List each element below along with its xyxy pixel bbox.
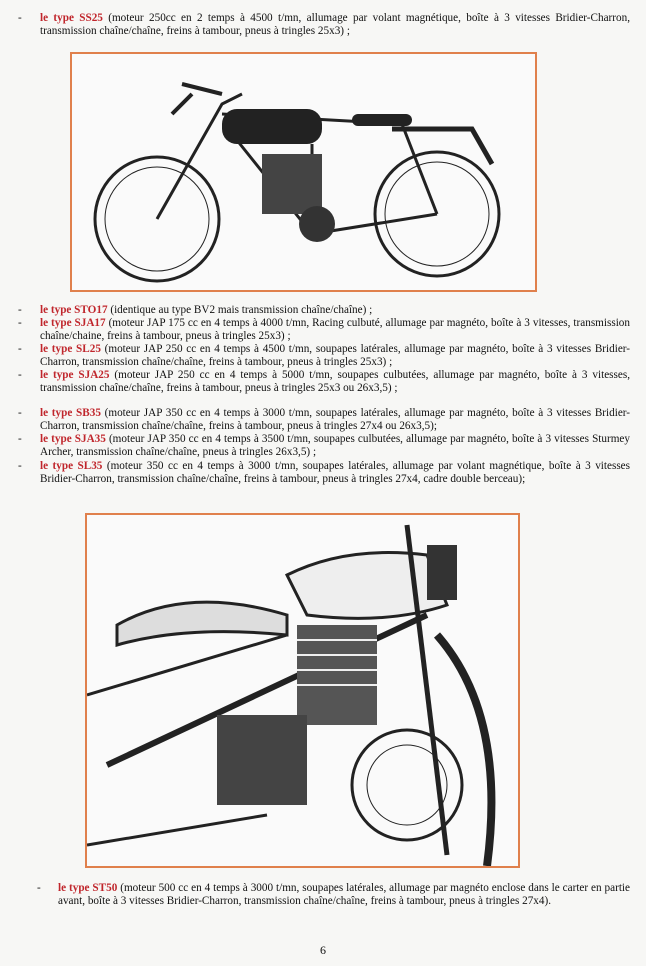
model-description: (moteur JAP 250 cc en 4 temps à 4500 t/m… <box>40 343 631 368</box>
list-item-sl25: le type SL25 (moteur JAP 250 cc en 4 tem… <box>40 343 630 368</box>
bullet-dash: - <box>18 317 22 329</box>
model-name: le type STO17 <box>40 304 108 316</box>
model-name: le type SB35 <box>40 407 101 419</box>
motorcycle-drawing <box>93 82 501 283</box>
engine-drawing <box>87 524 496 866</box>
bullet-dash: - <box>18 12 22 24</box>
page-number: 6 <box>320 943 326 957</box>
model-description: (moteur 500 cc en 4 temps à 3000 t/mn, s… <box>58 882 630 907</box>
bullet-dash: - <box>37 882 41 894</box>
model-description: (moteur JAP 350 cc en 4 temps à 3000 t/m… <box>40 407 631 432</box>
list-item-st50: le type ST50 (moteur 500 cc en 4 temps à… <box>58 882 630 907</box>
list-item-sja17: le type SJA17 (moteur JAP 175 cc en 4 te… <box>40 317 630 342</box>
motorcycle-illustration-side <box>70 52 537 292</box>
model-name: le type SS25 <box>40 12 103 24</box>
list-item-sto17: le type STO17 (identique au type BV2 mai… <box>40 304 630 317</box>
model-description: (moteur 250cc en 2 temps à 4500 t/mn, al… <box>40 12 630 37</box>
bullet-dash: - <box>18 369 22 381</box>
bullet-dash: - <box>18 304 22 316</box>
model-name: le type SL35 <box>40 460 103 472</box>
model-description: (moteur 350 cc en 4 temps à 3000 t/mn, s… <box>40 460 630 485</box>
model-name: le type SJA17 <box>40 317 106 329</box>
list-item-sb35: le type SB35 (moteur JAP 350 cc en 4 tem… <box>40 407 630 432</box>
list-item-sja35: le type SJA35 (moteur JAP 350 cc en 4 te… <box>40 433 630 458</box>
model-description: (identique au type BV2 mais transmission… <box>107 304 373 316</box>
model-description: (moteur JAP 250 cc en 4 temps à 5000 t/m… <box>40 369 630 394</box>
list-item-sja25: le type SJA25 (moteur JAP 250 cc en 4 te… <box>40 369 630 394</box>
engine-illustration-closeup <box>85 513 520 868</box>
model-description: (moteur JAP 175 cc en 4 temps à 4000 t/m… <box>40 317 630 342</box>
model-name: le type ST50 <box>58 882 118 894</box>
model-name: le type SJA25 <box>40 369 110 381</box>
model-name: le type SJA35 <box>40 433 106 445</box>
model-description: (moteur JAP 350 cc en 4 temps à 3500 t/m… <box>40 433 630 458</box>
bullet-dash: - <box>18 460 22 472</box>
bullet-dash: - <box>18 343 22 355</box>
bullet-dash: - <box>18 433 22 445</box>
list-item-sl35: le type SL35 (moteur 350 cc en 4 temps à… <box>40 460 630 485</box>
list-item-ss25: le type SS25 (moteur 250cc en 2 temps à … <box>40 12 630 37</box>
model-name: le type SL25 <box>40 343 101 355</box>
bullet-dash: - <box>18 407 22 419</box>
